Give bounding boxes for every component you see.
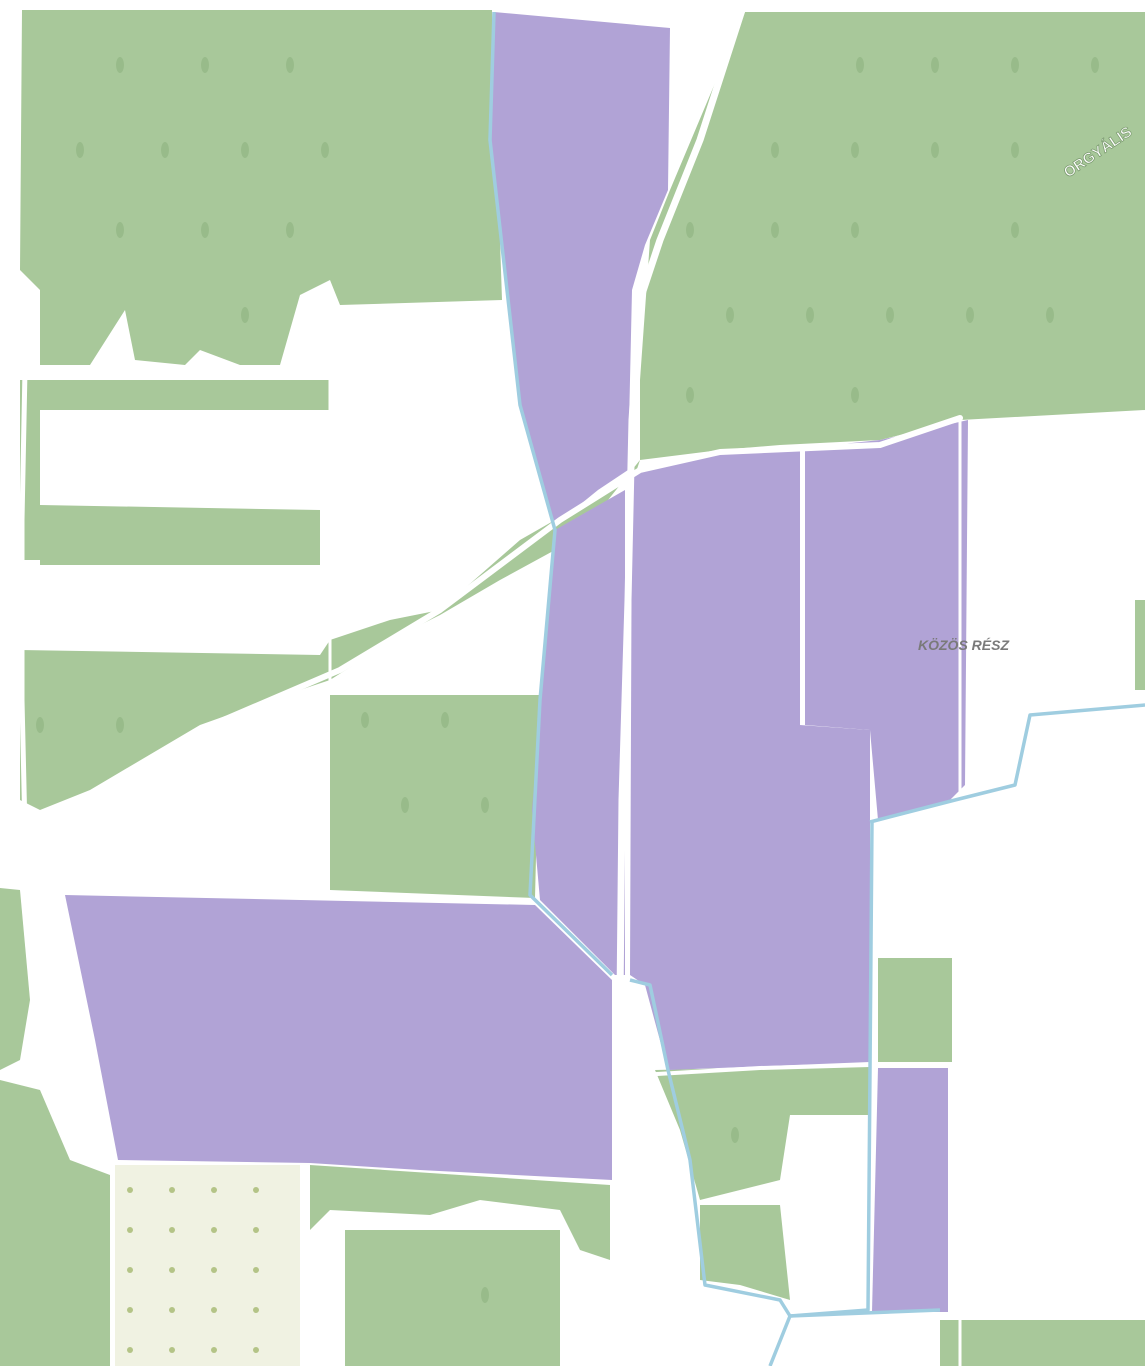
tree-marker (201, 57, 209, 73)
place-label-center: KÖZÖS RÉSZ (918, 637, 1009, 653)
forest-area-sw (0, 1080, 110, 1366)
orchard-dot (211, 1307, 217, 1313)
forest-area-center (330, 695, 540, 898)
orchard-dot (253, 1227, 259, 1233)
tree-marker (931, 57, 939, 73)
tree-marker (1011, 142, 1019, 158)
parcel-west[interactable] (65, 895, 612, 1180)
orchard-dot (127, 1347, 133, 1353)
tree-marker (481, 797, 489, 813)
orchard-dot (253, 1267, 259, 1273)
forest-strip-west-edge (0, 888, 30, 1070)
tree-marker (361, 712, 369, 728)
road-west-vertical (19, 367, 48, 893)
tree-marker (201, 222, 209, 238)
tree-marker (771, 222, 779, 238)
forest-area-right-small (940, 1320, 1145, 1366)
orchard-dot (211, 1227, 217, 1233)
tree-marker (856, 57, 864, 73)
orchard-dot (169, 1227, 175, 1233)
road-layer (17, 6, 963, 1366)
orchard-layer (115, 1165, 300, 1366)
tree-marker (241, 307, 249, 323)
tree-marker (771, 142, 779, 158)
forest-area-e-small (878, 958, 952, 1062)
road-main-north (614, 6, 746, 1366)
orchard-dot (211, 1347, 217, 1353)
tree-marker (116, 717, 124, 733)
tree-marker (966, 307, 974, 323)
tree-marker (441, 712, 449, 728)
tree-marker (851, 222, 859, 238)
tree-marker (1011, 222, 1019, 238)
orchard-dot (127, 1307, 133, 1313)
tree-marker (1091, 57, 1099, 73)
water-layer (488, 11, 1145, 1366)
tree-marker (851, 387, 859, 403)
forest-area-ne (640, 12, 1145, 460)
tree-marker (401, 797, 409, 813)
tree-marker (161, 142, 169, 158)
orchard-dot (169, 1347, 175, 1353)
forest-area-nw (20, 10, 502, 365)
water-channel-east-vertical (768, 821, 874, 1366)
orchard-dot (169, 1187, 175, 1193)
orchard-dot (211, 1187, 217, 1193)
forest-area-se2 (700, 1205, 790, 1300)
orchard-dot (169, 1307, 175, 1313)
parcel-layer[interactable] (65, 12, 968, 1312)
tree-marker (1011, 57, 1019, 73)
tree-marker (931, 142, 939, 158)
orchard-dot (127, 1227, 133, 1233)
tree-marker (116, 222, 124, 238)
parcel-middle-strip[interactable] (532, 490, 625, 975)
orchard-dots (127, 1187, 259, 1353)
forest-strip-south-road (310, 1165, 610, 1260)
forest-strip-w1 (20, 380, 330, 565)
road-diagonal (17, 415, 963, 833)
parcel-north-strip[interactable] (490, 12, 670, 525)
parcel-northeast[interactable] (805, 420, 968, 820)
tree-marker (726, 307, 734, 323)
tree-marker (851, 142, 859, 158)
water-channel-south (629, 978, 941, 1318)
tree-marker (481, 1287, 489, 1303)
tree-marker (76, 142, 84, 158)
orchard-dot (169, 1267, 175, 1273)
orchard-dot (253, 1307, 259, 1313)
forest-area-s (345, 1230, 560, 1366)
forest-area-w2 (20, 610, 440, 810)
orchard-dot (253, 1347, 259, 1353)
tree-marker (116, 57, 124, 73)
forest-area-se1 (655, 1065, 870, 1200)
orchard-dot (127, 1187, 133, 1193)
tree-marker (241, 142, 249, 158)
tree-marker (806, 307, 814, 323)
tree-marker (36, 717, 44, 733)
tree-marker (286, 57, 294, 73)
tree-marker (686, 222, 694, 238)
tree-marker (1046, 307, 1054, 323)
orchard-area (115, 1165, 300, 1366)
orchard-dot (127, 1267, 133, 1273)
forest-area-east-sliver (1135, 600, 1145, 690)
road-south-east (638, 1063, 872, 1077)
orchard-dot (253, 1187, 259, 1193)
water-channel-east (869, 703, 1145, 824)
tree-marker (686, 387, 694, 403)
tree-marker (286, 222, 294, 238)
parcel-southeast[interactable] (872, 1068, 948, 1312)
tree-marker (886, 307, 894, 323)
tree-marker (321, 142, 329, 158)
parcel-central[interactable] (630, 450, 870, 1070)
water-channel-north (488, 11, 614, 977)
orchard-dot (211, 1267, 217, 1273)
tree-markers (36, 57, 1099, 1303)
tree-marker (731, 1127, 739, 1143)
